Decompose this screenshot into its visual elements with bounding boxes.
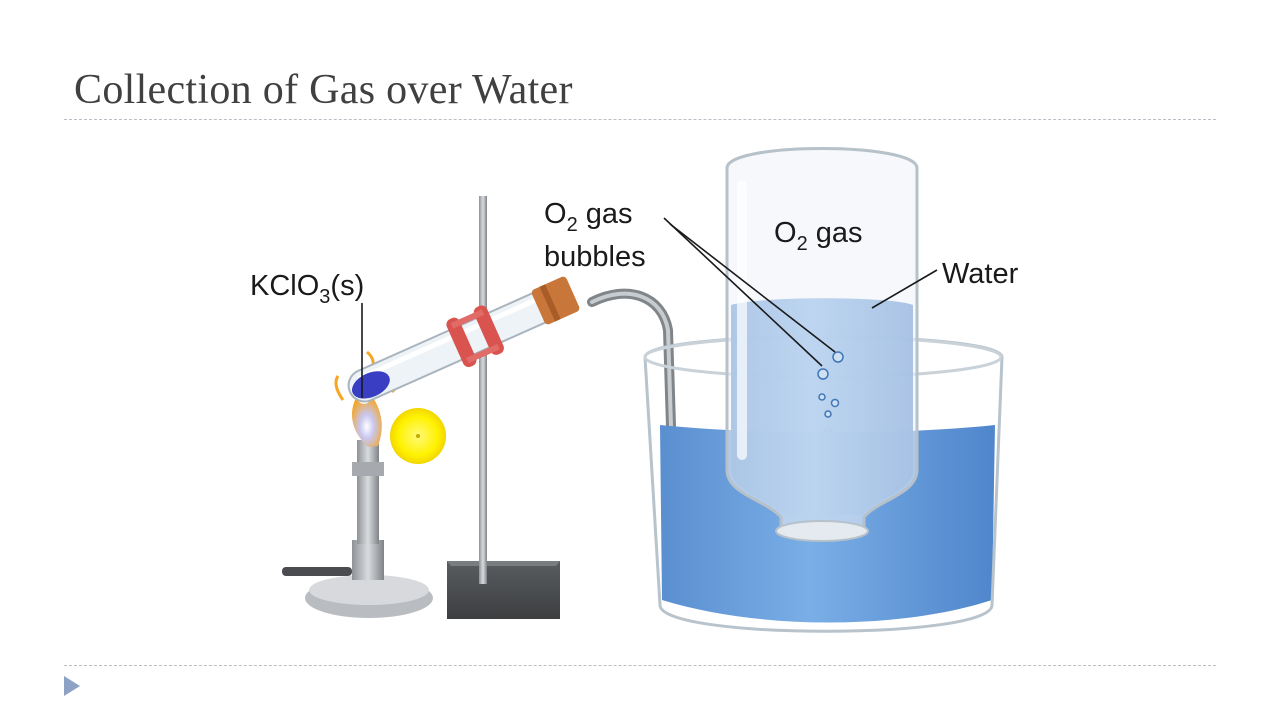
gas-hose <box>282 567 352 576</box>
leader-lines <box>361 217 938 398</box>
label-o2-gas: O2 gas <box>774 217 863 255</box>
ring-stand <box>447 196 560 619</box>
collection-bottle <box>725 147 919 542</box>
clamp-grip <box>446 317 477 368</box>
footer-divider <box>64 665 1216 666</box>
bottle-glass <box>725 147 919 532</box>
label-o2-gas-bubbles: O2 gas bubbles <box>544 198 646 273</box>
stand-base <box>447 561 560 619</box>
label-kclo3: KClO3(s) <box>250 270 364 308</box>
burner-collar <box>352 540 384 580</box>
label-water: Water <box>942 258 1019 290</box>
gas-bubbles <box>817 351 844 418</box>
slide-title: Collection of Gas over Water <box>74 67 573 113</box>
bottle-mouth <box>775 520 869 542</box>
flame <box>352 396 382 447</box>
burner-barrel <box>357 440 379 544</box>
bunsen-burner <box>282 350 433 618</box>
test-tube <box>347 276 580 403</box>
title-divider <box>64 119 1216 120</box>
triangle-right-icon[interactable] <box>64 676 80 696</box>
stand-rod <box>479 196 487 584</box>
